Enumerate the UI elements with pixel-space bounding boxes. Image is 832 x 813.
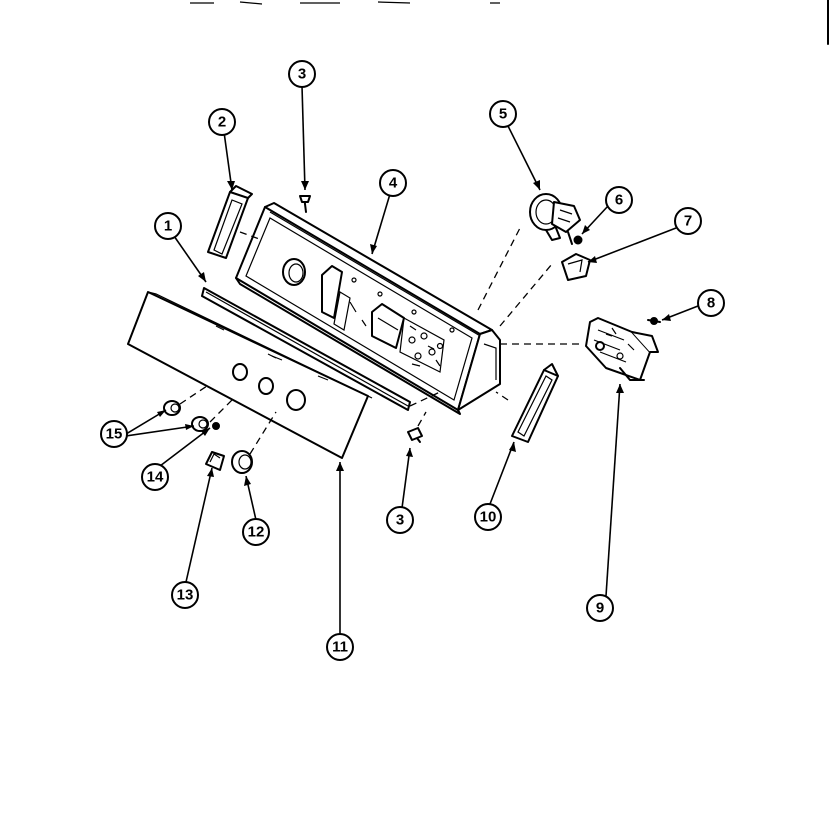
callout-15: 15 — [100, 420, 128, 448]
callout-label-12: 12 — [248, 524, 265, 541]
callout-12: 12 — [242, 518, 270, 546]
callout-label-2: 2 — [218, 114, 226, 131]
callout-3-bottom: 3 — [386, 506, 414, 534]
right-end-cap — [495, 363, 559, 443]
water-level-switch — [529, 193, 581, 245]
callout-label-9: 9 — [596, 600, 604, 617]
trim-strip — [201, 287, 411, 411]
callout-7: 7 — [674, 207, 702, 235]
callout-label-15: 15 — [106, 426, 123, 443]
callout-label-6: 6 — [615, 192, 623, 209]
callout-label-8: 8 — [707, 295, 715, 312]
callout-11: 11 — [326, 633, 354, 661]
callout-5: 5 — [489, 100, 517, 128]
callout-label-1: 1 — [164, 218, 172, 235]
callout-label-4: 4 — [389, 175, 398, 192]
push-switch — [561, 253, 591, 281]
console-panel — [235, 202, 501, 415]
spring-clip — [212, 422, 220, 430]
callout-label-7: 7 — [684, 213, 692, 230]
callout-label-3-bottom: 3 — [396, 512, 404, 529]
screw-top — [299, 195, 311, 213]
top-edge-artifact — [190, 0, 829, 45]
callout-label-11: 11 — [332, 639, 348, 656]
callout-13: 13 — [171, 581, 199, 609]
screw-timer — [647, 317, 661, 325]
screw-bottom — [407, 411, 427, 443]
callout-label-10: 10 — [480, 509, 497, 526]
callout-label-14: 14 — [147, 469, 164, 486]
callout-8: 8 — [697, 289, 725, 317]
callout-6: 6 — [605, 186, 633, 214]
callout-10: 10 — [474, 503, 502, 531]
timer-assembly — [500, 317, 659, 381]
callout-2: 2 — [208, 108, 236, 136]
callout-label-5: 5 — [499, 106, 507, 123]
screw-small — [573, 235, 583, 245]
callout-4: 4 — [379, 169, 407, 197]
callout-3-top: 3 — [288, 60, 316, 88]
leader-lines — [125, 85, 699, 634]
knob-skirt — [205, 451, 225, 471]
timer-knob — [231, 411, 277, 474]
callout-label-3-top: 3 — [298, 66, 306, 83]
callout-9: 9 — [586, 594, 614, 622]
callout-label-13: 13 — [177, 587, 194, 604]
callout-14: 14 — [141, 463, 169, 491]
assembly-lines — [409, 227, 553, 407]
left-end-cap — [207, 185, 263, 259]
small-knobs — [163, 383, 235, 432]
callout-1: 1 — [154, 212, 182, 240]
